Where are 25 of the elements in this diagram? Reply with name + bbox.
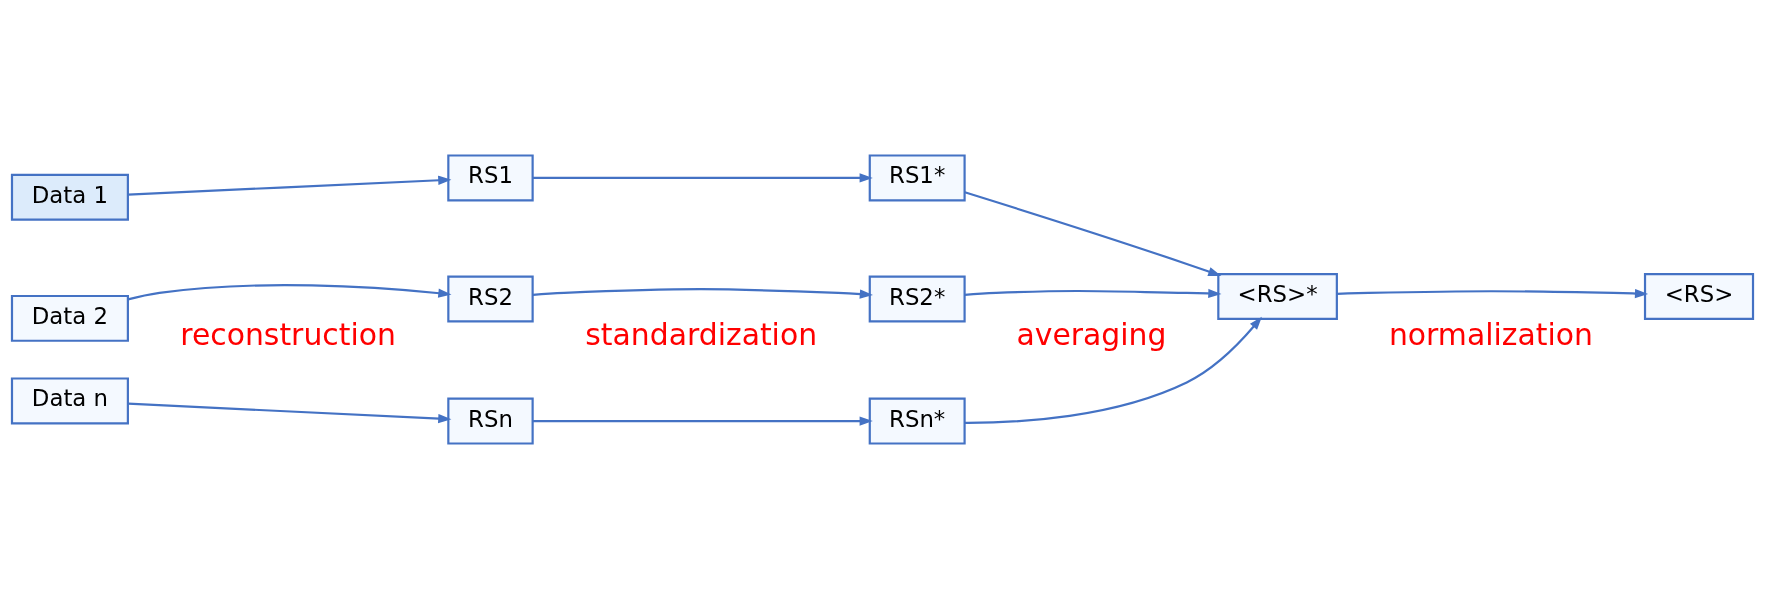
arrow (1337, 288, 1649, 299)
node-box: <RS> (1643, 272, 1755, 320)
node-box: Data 2 (10, 294, 129, 342)
node-box: RS1 (447, 154, 534, 202)
node-box: RS2* (868, 275, 966, 323)
node-box: RS1* (868, 154, 966, 202)
label: reconstruction (180, 317, 396, 353)
arrow (964, 191, 1222, 277)
node-box: Data n (10, 377, 129, 425)
arrow (964, 288, 1222, 299)
arrow (532, 416, 873, 426)
arrow (128, 175, 452, 196)
node-box: RS2 (447, 275, 534, 323)
node-box: <RS>* (1217, 272, 1338, 320)
label: normalization (1388, 317, 1593, 353)
arrow (128, 402, 452, 424)
arrow (964, 316, 1262, 424)
arrow (127, 284, 452, 301)
arrow (532, 173, 873, 183)
label: averaging (1016, 317, 1167, 353)
label: standardization (585, 317, 818, 353)
node-box: Data 1 (10, 173, 129, 221)
node-box: RSn* (868, 397, 966, 445)
node-box: RSn (447, 397, 534, 445)
arrow (532, 288, 873, 299)
